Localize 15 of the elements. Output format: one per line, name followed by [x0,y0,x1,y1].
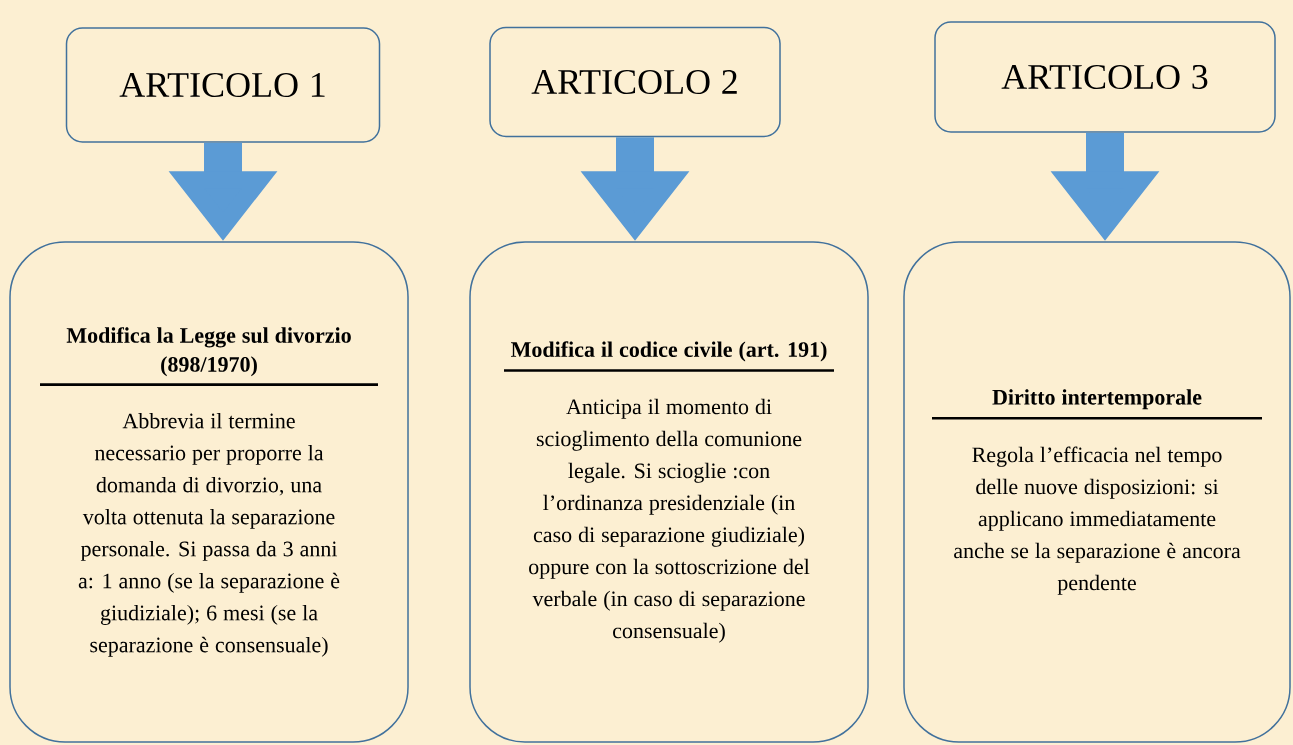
section-heading: Diritto intertemporale [992,389,1202,410]
content-card [9,241,409,743]
content-card [903,241,1291,743]
title-box [934,21,1276,133]
section-heading: Modifica il codice civile (art. 191) [511,341,827,362]
article-title: ARTICOLO 3 [1001,64,1208,90]
description-text: Regola l’efficacia nel tempo delle nuove disposizioni: si applicano immediatamente anche se la separazione è ancora pendente [954,446,1241,595]
description-text: Abbrevia il termine necessario per proporre la domanda di divorzio, una volta ottenuta la separazione personale. Si passa da 3 anni a: 1 anno (se la separazione è giudiziale); 6 mesi (se la separazione è consensuale) [78,412,340,657]
title-box [489,26,781,138]
title-box [65,27,381,143]
article-title: ARTICOLO 2 [531,69,737,95]
content-card [469,241,869,743]
description-text: Anticipa il momento di scioglimento della comunione legale. Si scioglie :con l’ordinanza presidenziale (in caso di separazione giudiziale) oppure con la sottoscrizione del verbale (in caso di separazione consensuale) [529,398,810,643]
article-title: ARTICOLO 1 [119,72,325,98]
section-heading: Modifica la Legge sul divorzio (898/1970) [66,327,351,377]
